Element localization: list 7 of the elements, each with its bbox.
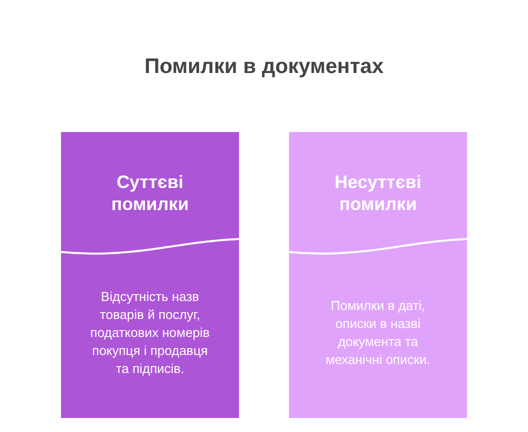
card-description: Відсутність назв товарів й послуг, податкових номерів покупця і продавця та підписів. [89,288,211,378]
card [289,132,467,418]
card [61,132,239,418]
diagram-title: Помилки в документах [143,54,385,80]
card-heading: Суттєві помилки [110,171,190,215]
card-heading: Несуттєві помилки [334,171,422,215]
card-description: Помилки в даті, описки в назві документа та механічні описки. [324,297,432,369]
